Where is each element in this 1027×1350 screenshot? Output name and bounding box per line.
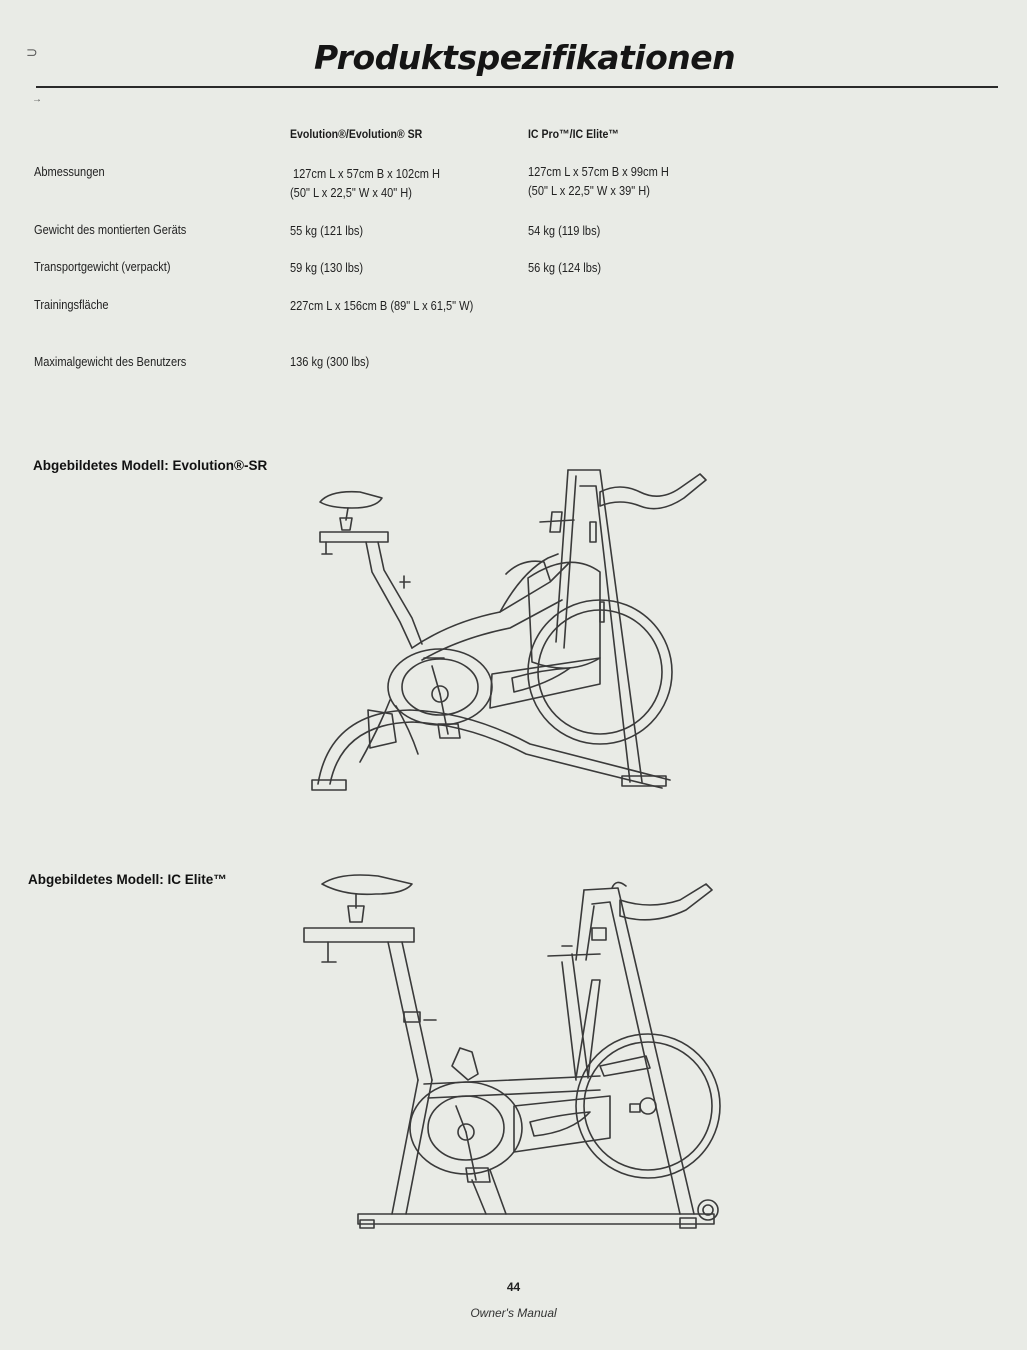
spec-label-assembled-weight: Gewicht des montierten Geräts xyxy=(34,222,187,237)
spec-value: 227cm L x 156cm B (89" L x 61,5" W) xyxy=(290,298,474,313)
column-header-evolution: Evolution®/Evolution® SR xyxy=(290,127,423,141)
spec-label-max-user-weight: Maximalgewicht des Benutzers xyxy=(34,354,187,369)
spec-value: 54 kg (119 lbs) xyxy=(528,223,601,238)
spec-value: 127cm L x 57cm B x 102cm H xyxy=(293,166,440,181)
scan-mark: ⊃ xyxy=(26,44,38,60)
bike-illustration-ic-elite xyxy=(300,870,730,1240)
spec-value: (50" L x 22,5" W x 39" H) xyxy=(528,183,650,198)
footer-text: Owner's Manual xyxy=(470,1306,557,1320)
spec-value: (50" L x 22,5" W x 40" H) xyxy=(290,185,412,200)
scan-mark: → xyxy=(32,94,42,105)
spec-value: 136 kg (300 lbs) xyxy=(290,354,370,369)
page-title: Produktspezifikationen xyxy=(314,38,736,77)
page-number: 44 xyxy=(506,1280,521,1294)
spec-value: 59 kg (130 lbs) xyxy=(290,260,364,275)
spec-label-training-area: Trainingsfläche xyxy=(34,297,109,312)
spec-value: 55 kg (121 lbs) xyxy=(290,223,364,238)
spec-value: 127cm L x 57cm B x 99cm H xyxy=(528,164,669,179)
figure-caption-evolution: Abgebildetes Modell: Evolution®-SR xyxy=(33,458,268,473)
spec-label-dimensions: Abmessungen xyxy=(34,164,105,179)
column-header-ic: IC Pro™/IC Elite™ xyxy=(528,127,619,141)
title-rule xyxy=(36,86,998,88)
spec-label-shipping-weight: Transportgewicht (verpackt) xyxy=(34,259,171,274)
bike-illustration-evolution xyxy=(300,462,720,802)
spec-value: 56 kg (124 lbs) xyxy=(528,260,602,275)
figure-caption-ic-elite: Abgebildetes Modell: IC Elite™ xyxy=(28,872,227,887)
